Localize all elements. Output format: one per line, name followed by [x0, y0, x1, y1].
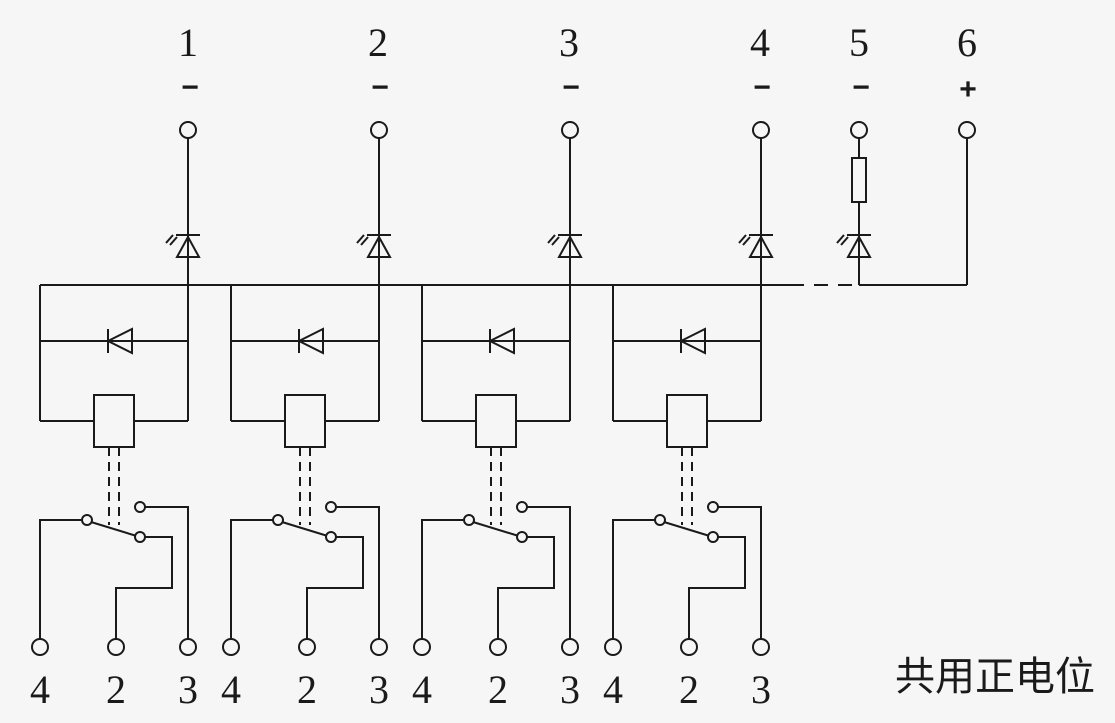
relay-3-contact-3-pin: [561, 638, 579, 656]
terminal-1-polarity: −: [181, 71, 199, 104]
terminal-5-pin: [850, 121, 868, 139]
relay-1-contact-2-label: 2: [106, 667, 126, 712]
relay-2-contact-4-label: 4: [221, 667, 241, 712]
led-1-icon: [165, 234, 201, 258]
terminal-4-number: 4: [750, 20, 770, 65]
terminal-1-number: 1: [178, 20, 198, 65]
relay-3-contact-2-label: 2: [488, 667, 508, 712]
relay-4-contact-3-pin: [752, 638, 770, 656]
relay-module-3: 4 2 3: [412, 285, 580, 712]
relay-3-contact-3-label: 3: [560, 667, 580, 712]
relay-4-contact-2-pin: [680, 638, 698, 656]
terminal-2-polarity: −: [371, 71, 389, 104]
terminal-2-pin: [370, 121, 388, 139]
terminal-4-pin: [752, 121, 770, 139]
relay-2-contact-4-pin: [222, 638, 240, 656]
freewheel-diode-2-icon: [296, 327, 324, 355]
relay-coil-4: [666, 394, 708, 448]
relay-4-contact-4-label: 4: [603, 667, 623, 712]
top-terminal-pins: [179, 121, 976, 139]
led-2-icon: [356, 234, 392, 258]
terminal-2-number: 2: [368, 20, 388, 65]
terminal-3-pin: [561, 121, 579, 139]
freewheel-diode-1-icon: [105, 327, 133, 355]
relay-4-contact-2-label: 2: [679, 667, 699, 712]
resistor: [851, 157, 867, 203]
terminal-4-polarity: −: [753, 71, 771, 104]
terminal-6-pin: [958, 121, 976, 139]
led-4-icon: [738, 234, 774, 258]
relay-2-contact-3-pin: [370, 638, 388, 656]
led-3-icon: [547, 234, 583, 258]
relay-2-contact-2-pin: [298, 638, 316, 656]
relay-1-contact-3-label: 3: [178, 667, 198, 712]
terminal-3-polarity: −: [562, 71, 580, 104]
terminal-5-polarity: −: [852, 71, 870, 104]
relay-1-contact-3-pin: [179, 638, 197, 656]
terminal-5-number: 5: [849, 20, 869, 65]
relay-4-contact-3-label: 3: [751, 667, 771, 712]
terminal-6-number: 6: [957, 20, 977, 65]
terminal-3-number: 3: [559, 20, 579, 65]
relay-1-contact-2-pin: [107, 638, 125, 656]
relay-coil-1: [93, 394, 135, 448]
freewheel-diode-4-icon: [678, 327, 706, 355]
relay-2-contact-3-label: 3: [369, 667, 389, 712]
relay-4-contact-4-pin: [604, 638, 622, 656]
relay-2-contact-2-label: 2: [297, 667, 317, 712]
diagram-caption: 共用正电位: [895, 654, 1095, 700]
led-5-icon: [836, 234, 872, 258]
relay-module-4: 4 2 3: [603, 285, 771, 712]
relay-coil-3: [475, 394, 517, 448]
relay-coil-2: [284, 394, 326, 448]
top-terminal-labels: 1 − 2 − 3 − 4 − 5 − 6 +: [178, 20, 977, 106]
relay-module-1: 4 2 3: [30, 285, 198, 712]
relay-3-contact-2-pin: [489, 638, 507, 656]
relay-1-contact-4-pin: [31, 638, 49, 656]
relay-3-contact-4-pin: [413, 638, 431, 656]
relay-module-2: 4 2 3: [221, 285, 389, 712]
relay-3-contact-4-label: 4: [412, 667, 432, 712]
terminal-6-polarity: +: [959, 73, 977, 106]
terminal-leads: [187, 138, 968, 421]
freewheel-diode-3-icon: [487, 327, 515, 355]
terminal-1-pin: [179, 121, 197, 139]
relay-1-contact-4-label: 4: [30, 667, 50, 712]
